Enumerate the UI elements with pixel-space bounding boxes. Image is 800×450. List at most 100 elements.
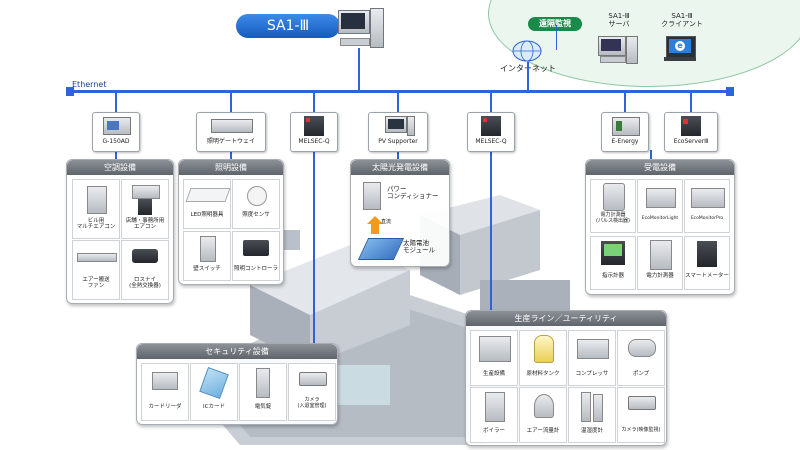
panel-title: 照明設備 [179, 160, 283, 175]
ethernet-backbone [70, 90, 730, 93]
panel-lighting: 照明設備 LED照明器具 照度センサ 壁スイッチ 照明コントローラ [178, 159, 284, 285]
sa1-drop-line [358, 48, 360, 91]
ic-card-icon [199, 367, 229, 399]
sa1-main-pill[interactable]: SA1-Ⅲ [236, 14, 340, 38]
controller-icon [243, 240, 269, 256]
drop-ecoserver [690, 91, 692, 113]
item-material-tank[interactable]: 原材料タンク [519, 330, 567, 386]
panel-title: 生産ライン／ユーティリティ [466, 311, 666, 326]
cloud-line [556, 25, 557, 50]
client-laptop-icon: e [664, 36, 698, 64]
item-led-light[interactable]: LED照明器具 [183, 179, 231, 229]
item-compressor[interactable]: コンプレッサ [568, 330, 616, 386]
panel-security: セキュリティ設備 カードリーダ ICカード 電気錠 カメラ (入退室管理) [136, 343, 338, 425]
drop-melsec-1 [313, 91, 315, 346]
item-smart-meter[interactable]: スマートメーター [684, 236, 730, 290]
item-wall-switch[interactable]: 壁スイッチ [183, 231, 231, 281]
node-label: MELSEC-Q [475, 138, 507, 145]
item-air-fan[interactable]: エアー搬送 ファン [72, 240, 120, 300]
panel-solar: 太陽光発電設備 パワー コンディショナー 直流 太陽電池 モジュール [350, 159, 450, 267]
node-melsec-q-2[interactable]: MELSEC-Q [467, 112, 515, 152]
remote-monitoring-badge: 遠隔監視 [528, 17, 582, 31]
smart-meter-icon [697, 241, 717, 267]
item-thermo-hygrometer[interactable]: 温湿度計 [568, 387, 616, 443]
gateway-device-icon [211, 119, 253, 133]
panel-title: 空調設備 [67, 160, 173, 175]
sa1-client-label: SA1-Ⅲ クライアント [661, 12, 703, 29]
solar-module-icon [357, 238, 405, 260]
sa1-server-label: SA1-Ⅲ サーバ [608, 12, 630, 29]
node-lighting-gateway[interactable]: 照明ゲートウェイ [196, 112, 266, 152]
panel-hvac: 空調設備 ビル用 マルチエアコン 店舗・事務所用 エアコン エアー搬送 ファン … [66, 159, 174, 304]
ceiling-aircon-icon [132, 185, 160, 199]
dc-label: 直流 [381, 219, 392, 225]
item-lossnay[interactable]: ロスナイ (全熱交換器) [121, 240, 169, 300]
item-air-flow-meter[interactable]: エアー流量計 [519, 387, 567, 443]
wall-switch-icon [200, 236, 216, 262]
item-ecomonitor-light[interactable]: EcoMonitorLight [637, 179, 683, 233]
ethernet-label: Ethernet [72, 80, 107, 89]
panel-power: 受電設備 電力計測器 (パルス検出器) EcoMonitorLight EcoM… [585, 159, 735, 295]
panel-title: 太陽光発電設備 [351, 160, 449, 175]
panel-title: セキュリティ設備 [137, 344, 337, 359]
node-e-energy[interactable]: E-Energy [601, 112, 649, 152]
item-illuminance-sensor[interactable]: 照度センサ [232, 179, 280, 229]
node-label: MELSEC-Q [298, 138, 330, 145]
ecoserver-device-icon [681, 116, 701, 136]
ecomonitor-light-icon [646, 188, 676, 208]
production-machine-icon [479, 336, 511, 362]
link-gw-panel [230, 150, 232, 160]
flow-meter-icon [534, 394, 554, 418]
item-camera-monitoring[interactable]: カメラ(映像監視) [617, 387, 665, 443]
pulse-meter-icon [603, 183, 625, 211]
heat-exchanger-icon [132, 249, 158, 263]
item-electric-lock[interactable]: 電気錠 [239, 363, 287, 421]
item-card-reader[interactable]: カードリーダ [141, 363, 189, 421]
outdoor-unit-icon [87, 186, 107, 214]
item-power-meter[interactable]: 電力計測器 [637, 236, 683, 290]
sensor-icon [247, 186, 267, 206]
card-reader-icon [152, 372, 178, 390]
node-label: PV Supporter [378, 138, 418, 145]
pv-computer-icon [385, 116, 407, 133]
dc-arrow-icon [367, 216, 383, 224]
item-camera-access[interactable]: カメラ (入退室管理) [288, 363, 336, 421]
drop-melsec-2 [490, 91, 492, 311]
item-lighting-controller[interactable]: 照明コントローラ [232, 231, 280, 281]
controller-device-icon [103, 117, 131, 135]
item-power-conditioner-label: パワー コンディショナー [387, 185, 439, 201]
power-meter-icon [650, 240, 672, 270]
power-conditioner-icon [363, 182, 381, 210]
internet-drop-line [527, 62, 529, 91]
node-g150ad[interactable]: G-150AD [92, 112, 140, 152]
item-pump[interactable]: ポンプ [617, 330, 665, 386]
node-pv-supporter[interactable]: PV Supporter [368, 112, 428, 152]
node-label: EcoServerⅢ [673, 138, 709, 145]
pump-icon [628, 339, 656, 357]
item-ic-card[interactable]: ICカード [190, 363, 238, 421]
item-production-equipment[interactable]: 生産設備 [470, 330, 518, 386]
drop-lighting-gw [230, 91, 232, 113]
link-g150ad-panel [115, 150, 117, 160]
item-solar-module-label: 太陽電池 モジュール [403, 239, 436, 255]
led-panel-icon [185, 188, 231, 202]
node-ecoserver[interactable]: EcoServerⅢ [664, 112, 718, 152]
indicator-meter-icon [601, 241, 625, 265]
item-boiler[interactable]: ボイラー [470, 387, 518, 443]
item-pulse-meter[interactable]: 電力計測器 (パルス検出器) [590, 179, 636, 233]
outdoor-unit-icon [138, 199, 152, 215]
node-label: G-150AD [102, 138, 130, 145]
plc-device-icon [304, 116, 324, 136]
item-indicator[interactable]: 指示計器 [590, 236, 636, 290]
node-melsec-q-1[interactable]: MELSEC-Q [290, 112, 338, 152]
server-computer-icon [598, 36, 638, 64]
item-shop-office-aircon[interactable]: 店舗・事務所用 エアコン [121, 179, 169, 239]
boiler-icon [485, 392, 505, 422]
item-ecomonitor-pro[interactable]: EcoMonitorPro [684, 179, 730, 233]
node-label: E-Energy [611, 138, 639, 145]
camera-icon [299, 372, 327, 386]
fan-duct-icon [77, 253, 117, 262]
item-building-multi-aircon[interactable]: ビル用 マルチエアコン [72, 179, 120, 239]
drop-e-energy [624, 91, 626, 113]
drop-pv [397, 91, 399, 113]
